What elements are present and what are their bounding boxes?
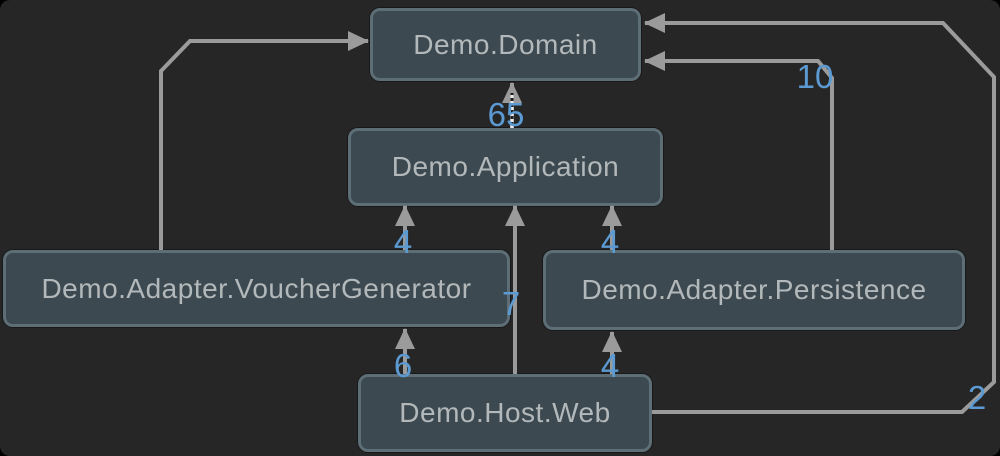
edge-vouchergenerator-to-domain[interactable] [159, 31, 369, 250]
edge-count-application-to-domain: 65 [488, 96, 525, 133]
edge-count-persistence-to-application: 4 [601, 223, 619, 260]
edge-count-persistence-to-domain: 10 [797, 58, 834, 95]
edge-persistence-to-domain[interactable] [644, 51, 834, 250]
edge-count-hostweb-to-domain: 2 [968, 379, 986, 416]
edge-count-hostweb-to-persistence: 4 [601, 347, 619, 384]
edge-hostweb-to-domain[interactable] [644, 13, 996, 414]
edge-count-hostweb-to-application: 7 [502, 285, 520, 322]
edge-count-vouchergenerator-to-application: 4 [394, 223, 412, 260]
edge-count-hostweb-to-vouchergenerator: 6 [394, 347, 412, 384]
